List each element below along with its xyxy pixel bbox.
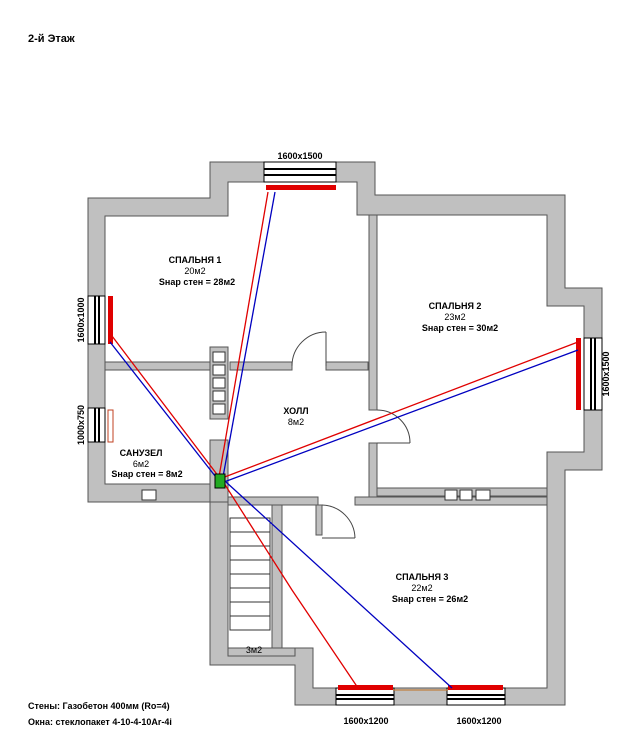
window-right xyxy=(583,337,603,411)
boiler xyxy=(214,473,226,489)
bedroom3-name: СПАЛЬНЯ 3 xyxy=(396,572,449,582)
window-left-bathroom-size: 1000x750 xyxy=(76,405,86,445)
bathroom-name: САНУЗЕЛ xyxy=(120,448,163,458)
radiators xyxy=(107,185,581,690)
bedroom3-area: 22м2 xyxy=(411,583,432,593)
bedroom1-area: 20м2 xyxy=(184,266,205,276)
stairs xyxy=(229,517,271,631)
ventilation-block xyxy=(209,346,229,420)
bathroom-area: 6м2 xyxy=(133,459,149,469)
hall-area: 8м2 xyxy=(288,417,304,427)
window-bottom-left xyxy=(335,687,395,706)
ventilation-vents-bottom xyxy=(141,489,491,501)
note-walls: Стены: Газобетон 400мм (Ro=4) xyxy=(28,701,170,711)
radiator-left-bathroom xyxy=(107,409,114,443)
window-top xyxy=(263,161,337,183)
floor-title: 2-й Этаж xyxy=(28,33,75,45)
window-bottom-right xyxy=(446,687,506,706)
outer-walls xyxy=(87,161,603,706)
bedroom2-name: СПАЛЬНЯ 2 xyxy=(429,301,482,311)
bedroom2-area: 23м2 xyxy=(444,312,465,322)
window-bottom-left-size: 1600x1200 xyxy=(343,716,388,726)
windows xyxy=(87,161,603,706)
radiator-right xyxy=(576,338,581,410)
radiator-bottom-left xyxy=(338,685,393,690)
window-left-bedroom-size: 1600x1000 xyxy=(76,297,86,342)
hall-name: ХОЛЛ xyxy=(283,406,308,416)
window-left-bedroom xyxy=(87,295,106,345)
window-left-bathroom xyxy=(87,407,106,443)
heating-pipes xyxy=(109,191,579,691)
window-bottom-right-size: 1600x1200 xyxy=(456,716,501,726)
note-glazing: Окна: стеклопакет 4-10-4-10Ar-4i xyxy=(28,717,172,727)
bathroom-wall-area: Sнар стен = 8м2 xyxy=(111,469,182,479)
bedroom2-wall-area: Sнар стен = 30м2 xyxy=(422,323,498,333)
radiator-left-bedroom xyxy=(108,296,113,344)
radiator-top xyxy=(266,185,336,190)
window-right-size: 1600x1500 xyxy=(601,351,611,396)
doors xyxy=(291,331,411,539)
bedroom3-wall-area: Sнар стен = 26м2 xyxy=(392,594,468,604)
window-top-size: 1600x1500 xyxy=(277,151,322,161)
bedroom1-name: СПАЛЬНЯ 1 xyxy=(169,255,222,265)
stair-area: 3м2 xyxy=(246,645,262,655)
bedroom1-wall-area: Sнар стен = 28м2 xyxy=(159,277,235,287)
radiator-bottom-right xyxy=(448,685,503,690)
